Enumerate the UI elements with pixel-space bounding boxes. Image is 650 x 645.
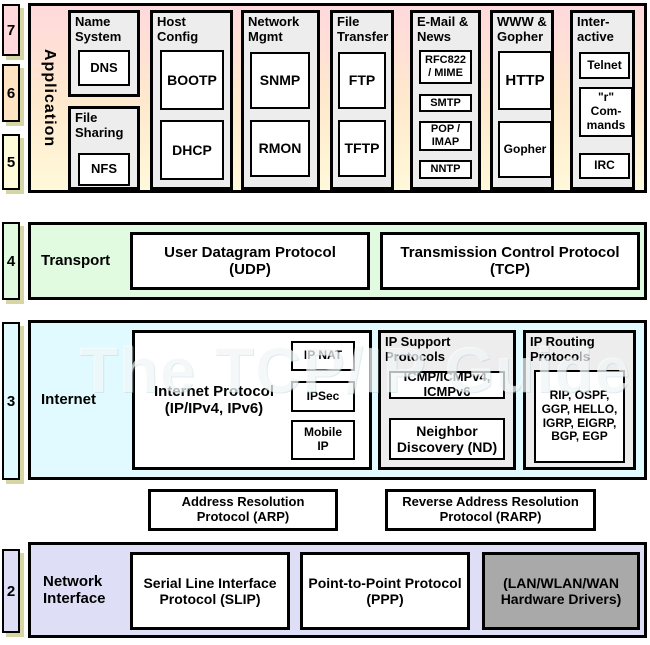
protocol-box-http: HTTP (498, 51, 552, 110)
ip-label: Internet Protocol (IP/IPv4, IPv6) (153, 382, 274, 417)
group-title: WWW & Gopher (497, 14, 547, 44)
protocol-box-udp: User Datagram Protocol (UDP) (130, 232, 370, 290)
group-network-mgmt: Network Mgmt SNMP RMON (241, 10, 320, 190)
group-title: File Sharing (75, 110, 124, 140)
group-file-transfer: File Transfer FTP TFTP (330, 10, 394, 190)
layer-number-4: 4 (2, 222, 20, 300)
protocol-box-bootp: BOOTP (160, 50, 224, 110)
protocol-box-dns: DNS (78, 50, 130, 86)
protocol-box-ftp: FTP (338, 52, 386, 109)
layer-number-7: 7 (2, 4, 20, 56)
protocol-box-gopher: Gopher (498, 121, 552, 178)
protocol-box-ipsec: IPSec (291, 381, 355, 412)
transport-layer-label: Transport (41, 252, 111, 270)
network-interface-layer-band: Network Interface Serial Line Interface … (28, 542, 647, 638)
protocol-box-nfs: NFS (78, 153, 130, 186)
internet-layer-band: The TCP/IP Guide Internet Internet Proto… (28, 320, 647, 480)
protocol-box-slip: Serial Line Interface Protocol (SLIP) (130, 552, 290, 630)
layer-number-6: 6 (2, 64, 20, 122)
protocol-box-smtp: SMTP (419, 94, 472, 112)
group-title: Name System (75, 14, 122, 44)
protocol-box-icmp: ICMP/ICMPv4, ICMPv6 (389, 369, 505, 399)
group-www-gopher: WWW & Gopher HTTP Gopher (490, 10, 554, 190)
group-title: Network Mgmt (248, 14, 300, 44)
protocol-box-irc: IRC (579, 153, 630, 179)
network-interface-layer-label: Network Interface (43, 572, 106, 607)
protocol-box-mobile-ip: Mobile IP (291, 420, 355, 460)
protocol-box-telnet: Telnet (579, 52, 630, 79)
group-host-config: Host Config BOOTP DHCP (150, 10, 233, 190)
protocol-box-tcp: Transmission Control Protocol (TCP) (380, 232, 640, 290)
layer-number-3: 3 (2, 322, 20, 480)
protocol-box-rfc822-mime: RFC822 / MIME (419, 50, 472, 84)
application-layer-band: Application Name System DNS File Sharing… (28, 3, 647, 193)
protocol-box-r-commands: "r" Com- mands (579, 87, 633, 137)
transport-layer-band: Transport User Datagram Protocol (UDP) T… (28, 222, 647, 300)
protocol-box-tftp: TFTP (338, 120, 386, 177)
group-title: IP Support Protocols (385, 334, 451, 364)
group-title: E-Mail & News (417, 14, 469, 44)
group-ip-support-protocols: IP Support Protocols ICMP/ICMPv4, ICMPv6… (378, 330, 516, 470)
group-ip-routing-protocols: IP Routing Protocols RIP, OSPF, GGP, HEL… (523, 330, 636, 470)
application-layer-label: Application (41, 48, 58, 148)
protocol-box-arp: Address Resolution Protocol (ARP) (148, 489, 338, 531)
protocol-box-ip-nat: IP NAT (291, 341, 355, 371)
protocol-box-rarp: Reverse Address Resolution Protocol (RAR… (385, 489, 596, 531)
group-title: File Transfer (337, 14, 389, 44)
layer-number-5: 5 (2, 134, 20, 190)
protocol-box-pop-imap: POP / IMAP (419, 121, 472, 151)
protocol-box-routing-list: RIP, OSPF, GGP, HELLO, IGRP, EIGRP, BGP,… (534, 370, 625, 463)
protocol-box-neighbor-discovery: Neighbor Discovery (ND) (389, 418, 505, 460)
group-file-sharing: File Sharing NFS (68, 106, 140, 190)
protocol-box-ppp: Point-to-Point Protocol (PPP) (300, 552, 470, 630)
group-title: Host Config (157, 14, 199, 44)
group-title: Inter- active (577, 14, 614, 44)
protocol-box-hardware-drivers: (LAN/WLAN/WAN Hardware Drivers) (482, 552, 640, 630)
protocol-box-snmp: SNMP (250, 52, 310, 109)
group-email-news: E-Mail & News RFC822 / MIME SMTP POP / I… (410, 10, 481, 190)
group-title: IP Routing Protocols (530, 334, 595, 364)
group-interactive: Inter- active Telnet "r" Com- mands IRC (570, 10, 635, 190)
protocol-box-dhcp: DHCP (160, 120, 224, 180)
group-name-system: Name System DNS (68, 10, 140, 97)
internet-layer-label: Internet (41, 391, 97, 409)
protocol-box-ip: Internet Protocol (IP/IPv4, IPv6) IP NAT… (132, 330, 372, 470)
protocol-box-nntp: NNTP (419, 160, 472, 179)
protocol-box-rmon: RMON (250, 120, 310, 177)
layer-number-2: 2 (2, 549, 20, 633)
